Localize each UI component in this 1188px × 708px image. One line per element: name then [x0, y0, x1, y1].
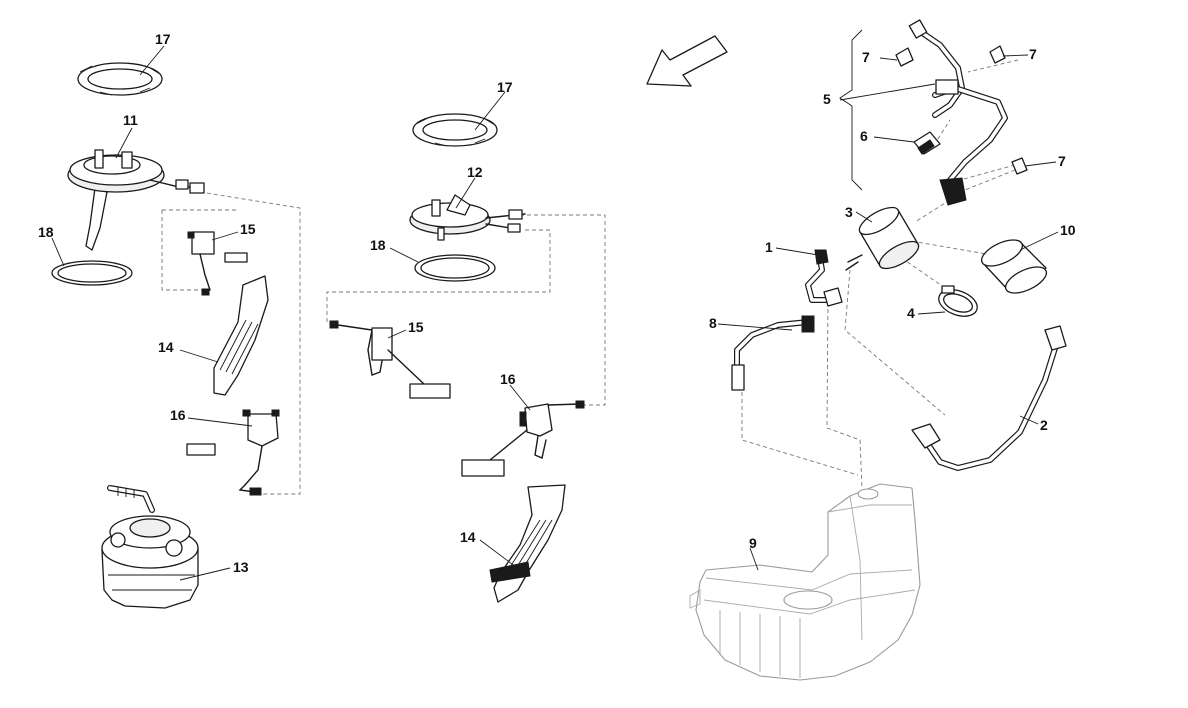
seal-ring-18-left	[51, 260, 133, 286]
assembly-guide-lines	[161, 59, 1019, 495]
seal-ring-18-middle	[414, 254, 496, 282]
hose-clamp-6	[913, 131, 941, 155]
callout-leader-lines	[51, 45, 1059, 581]
fuel-line-2	[911, 325, 1067, 471]
fuel-pump-canister-13	[101, 485, 199, 609]
callout-13: 13	[233, 559, 249, 575]
level-sender-16-left	[186, 409, 280, 496]
callout-17-left: 17	[155, 31, 171, 47]
fuel-tank-9	[689, 483, 921, 681]
hose-clamp-4	[938, 285, 978, 317]
callout-5: 5	[823, 91, 831, 107]
group-bracket-5	[839, 29, 863, 191]
fuel-pump-flange-11	[67, 149, 205, 251]
fuel-hose-group-5	[908, 19, 1008, 206]
callout-1: 1	[765, 239, 773, 255]
callout-7-top-right: 7	[1029, 46, 1037, 62]
level-sender-15-middle	[329, 320, 451, 399]
callout-18-middle: 18	[370, 237, 386, 253]
callout-2: 2	[1040, 417, 1048, 433]
level-sender-15-left	[187, 231, 248, 296]
lock-ring-17-middle	[412, 113, 498, 147]
filter-cover-10	[980, 239, 1048, 294]
callout-15-middle: 15	[408, 319, 424, 335]
pump-bracket-14-middle	[489, 484, 566, 603]
callout-7-top-left: 7	[862, 49, 870, 65]
lock-ring-17-left	[77, 62, 163, 96]
callout-8: 8	[709, 315, 717, 331]
callout-3: 3	[845, 204, 853, 220]
fuel-pump-flange-12	[409, 194, 526, 241]
callout-15-left: 15	[240, 221, 256, 237]
callout-10: 10	[1060, 222, 1076, 238]
callout-16-middle: 16	[500, 371, 516, 387]
callout-9: 9	[749, 535, 757, 551]
direction-arrow-icon	[646, 35, 728, 87]
callout-14-middle: 14	[460, 529, 476, 545]
callout-16-left: 16	[170, 407, 186, 423]
hose-clip-7	[895, 45, 1028, 175]
feed-line-8	[731, 315, 815, 391]
callout-14-left: 14	[158, 339, 174, 355]
level-sender-16-middle	[461, 400, 585, 477]
callout-7-right: 7	[1058, 153, 1066, 169]
pump-bracket-14-left	[213, 275, 269, 396]
callout-18-left: 18	[38, 224, 54, 240]
filter-hose-1	[805, 249, 843, 307]
callout-6: 6	[860, 128, 868, 144]
fuel-filter-3	[845, 206, 920, 271]
callout-labels: 17 11 18 15 14 16 13 17 12 18 15 16 14 7…	[38, 31, 1076, 575]
callout-17-middle: 17	[497, 79, 513, 95]
callout-11: 11	[123, 112, 138, 128]
callout-12: 12	[467, 164, 483, 180]
callout-4: 4	[907, 305, 915, 321]
